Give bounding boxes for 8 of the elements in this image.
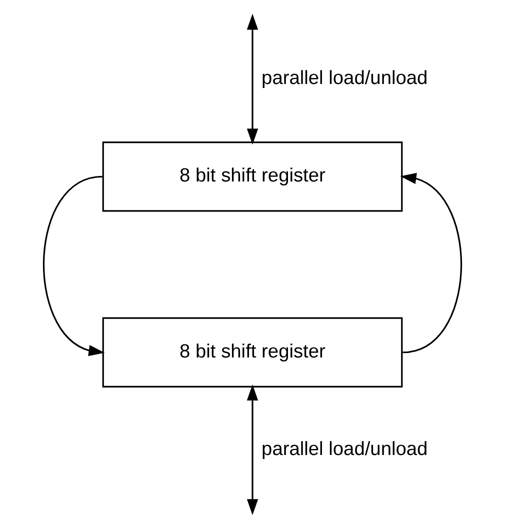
node-box: 8 bit shift register [102,317,403,388]
arrow [43,176,105,356]
arrow [246,14,258,145]
arrow [246,384,258,516]
edge-label: parallel load/unload [262,68,428,90]
arrow [400,172,462,354]
edge-label: parallel load/unload [262,438,428,460]
node-box: 8 bit shift register [102,141,403,212]
